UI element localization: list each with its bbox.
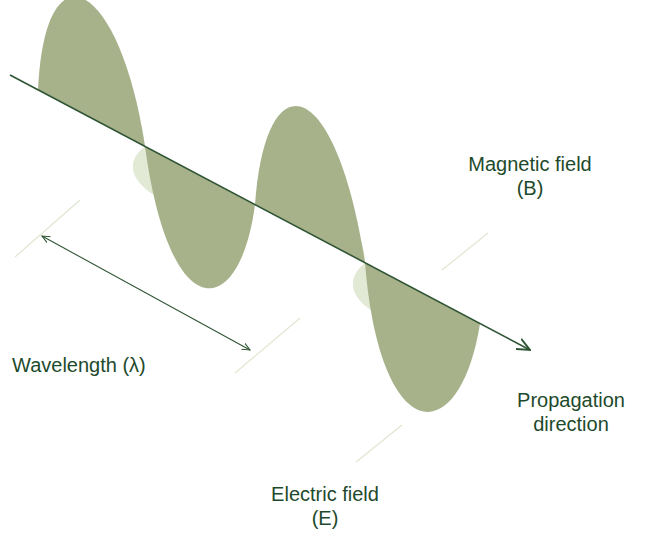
field-label: Wavelength (λ): [12, 353, 212, 377]
field-label: Electric field (E): [265, 482, 385, 530]
field-label: Propagation direction: [500, 388, 642, 436]
propagation-axis: [10, 75, 530, 350]
wavelength-arrow: [42, 236, 250, 350]
guide-ticks: [15, 200, 488, 462]
field-label: Magnetic field (B): [468, 152, 592, 200]
